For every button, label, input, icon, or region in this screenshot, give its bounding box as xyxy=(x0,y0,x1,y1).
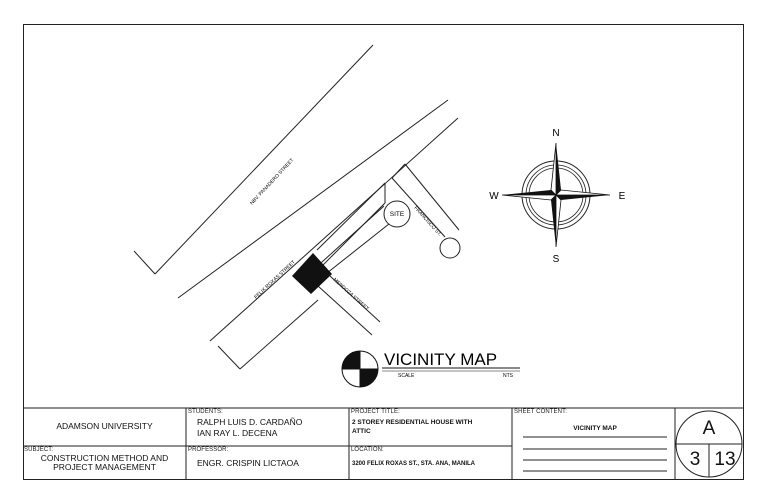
subject-line-2: PROJECT MANAGEMENT xyxy=(53,462,156,472)
compass-south-label: S xyxy=(553,254,560,265)
felix-roxas-south-edge xyxy=(209,117,459,342)
street-label-felix-roxas: FELIX ROXAS STREET xyxy=(253,259,297,300)
student-2: IAN RAY L. DECENA xyxy=(197,428,278,438)
site-label: SITE xyxy=(390,211,405,218)
site-leader xyxy=(321,219,395,278)
scale-value: NTS xyxy=(503,373,514,379)
compass-east-label: E xyxy=(619,191,626,202)
project-title-label: PROJECT TITLE: xyxy=(351,409,400,415)
site-leader xyxy=(311,205,385,272)
francisco-edge xyxy=(404,163,460,231)
street-edge xyxy=(391,163,406,179)
street-label-nbv-panadero: NBV. PANADERO STREET xyxy=(249,157,295,206)
sheet-letter: A xyxy=(702,418,716,439)
sheet-content-value: VICINITY MAP xyxy=(573,425,617,432)
scale-label: SCALE xyxy=(398,373,415,379)
sheet-total: 13 xyxy=(714,449,736,470)
location-value: 3200 FELIX ROXAS ST., STA. ANA, MANILA xyxy=(352,461,476,467)
title-symbol xyxy=(341,350,379,388)
mendoza-edge xyxy=(321,202,386,267)
street-edge xyxy=(239,299,319,370)
sheet-number-circle xyxy=(675,410,743,478)
north-arrow-compass xyxy=(501,142,611,248)
compass-west-label: W xyxy=(489,191,499,202)
compass-north-label: N xyxy=(552,128,559,139)
professor-name: ENGR. CRISPIN LICTAOA xyxy=(197,458,299,468)
site-lot xyxy=(292,253,332,294)
title-block-grid xyxy=(23,407,744,480)
street-edge xyxy=(133,250,156,275)
street-label-francisco: FRANCISCO ST. xyxy=(413,205,443,237)
map-title: VICINITY MAP xyxy=(384,350,497,369)
mendoza-st-edge xyxy=(329,275,381,323)
street-end-circle xyxy=(439,237,461,259)
nbv-panadero-edge xyxy=(154,44,374,275)
street-label-mendoza: MENDOZA STREET xyxy=(332,277,370,312)
student-1: RALPH LUIS D. CARDAÑO xyxy=(197,417,303,427)
project-title-line-1: 2 STOREY RESIDENTIAL HOUSE WITH xyxy=(352,419,473,426)
subject-label: SUBJECT: xyxy=(24,447,54,453)
students-label: STUDENTS: xyxy=(188,409,223,415)
site-bubble xyxy=(383,200,411,228)
francisco-edge xyxy=(391,177,446,238)
sheet-content-label: SHEET CONTENT: xyxy=(514,409,567,415)
professor-label: PROFESSOR: xyxy=(188,447,229,453)
location-label: LOCATION: xyxy=(351,447,384,453)
felix-roxas-north-edge xyxy=(177,99,449,299)
street-edge xyxy=(217,345,241,370)
subject-line-1: CONSTRUCTION METHOD AND xyxy=(40,453,169,463)
project-title-line-2: ATTIC xyxy=(352,428,371,435)
drawing-sheet xyxy=(23,24,744,480)
university-name: ADAMSON UNIVERSITY xyxy=(56,421,153,431)
title-block: ADAMSON UNIVERSITY SUBJECT: CONSTRUCTION… xyxy=(23,408,744,480)
sheet-number: 3 xyxy=(689,449,701,470)
mendoza-st-edge xyxy=(317,285,373,336)
mendoza-edge xyxy=(316,182,386,251)
